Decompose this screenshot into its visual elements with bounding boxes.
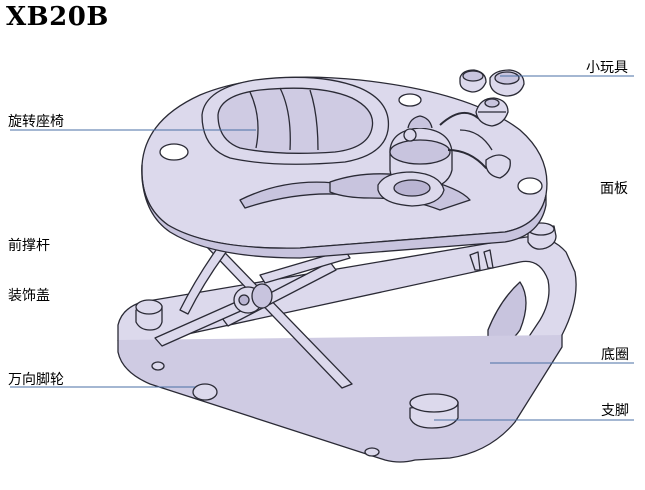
label-toy: 小玩具 xyxy=(586,60,628,76)
label-base-ring: 底圈 xyxy=(601,347,629,363)
diagram-title: XB20B xyxy=(6,2,109,32)
label-decor-cap: 装饰盖 xyxy=(8,288,50,304)
casters xyxy=(151,361,380,457)
foot-left xyxy=(135,299,163,331)
foot-front xyxy=(409,393,459,429)
label-swivel-seat: 旋转座椅 xyxy=(8,114,64,130)
base-ring xyxy=(117,235,577,463)
foot-right xyxy=(527,222,557,250)
swivel-seat xyxy=(201,76,390,165)
label-front-strut: 前撑杆 xyxy=(8,238,50,254)
label-foot: 支脚 xyxy=(601,403,629,419)
label-caster: 万向脚轮 xyxy=(8,372,64,388)
decor-cap xyxy=(233,283,273,314)
label-tray: 面板 xyxy=(600,181,628,197)
toy-assembly xyxy=(377,69,525,207)
